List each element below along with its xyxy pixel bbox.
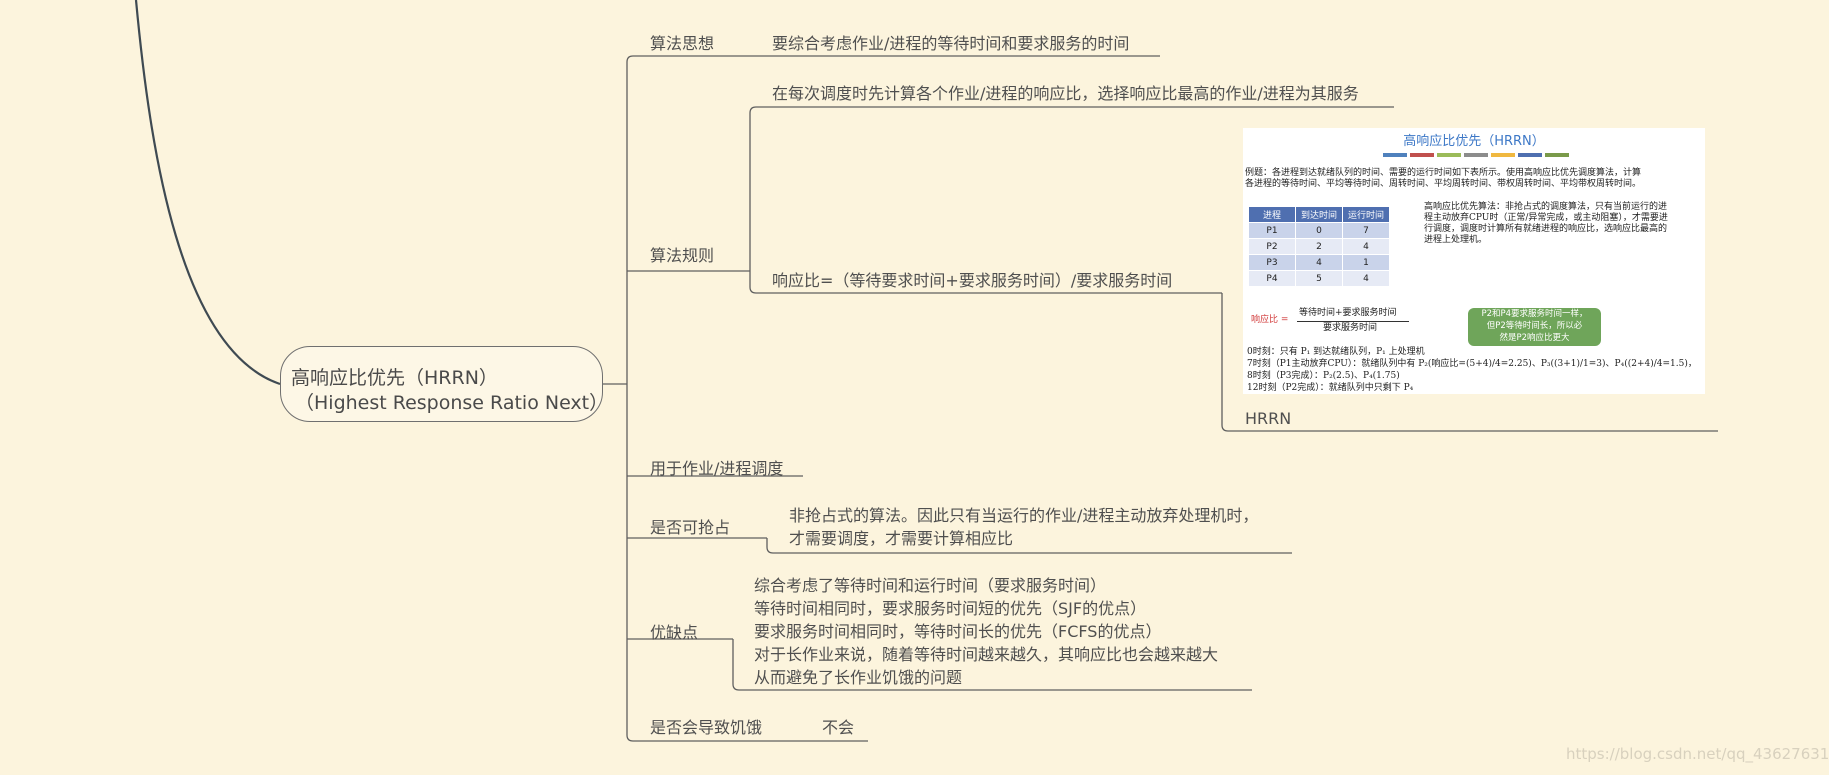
table-cell: P4 bbox=[1248, 270, 1296, 287]
slide-formula-bar bbox=[1297, 321, 1409, 322]
root-title: 高响应比优先（HRRN） bbox=[291, 367, 498, 389]
watermark: https://blog.csdn.net/qq_43627631 bbox=[1566, 745, 1829, 763]
color-bar bbox=[1383, 153, 1407, 157]
branch-pros-cons-label[interactable]: 优缺点 bbox=[650, 623, 699, 642]
rule-2-text[interactable]: 响应比=（等待要求时间+要求服务时间）/要求服务时间 bbox=[772, 271, 1173, 290]
slide-formula-label: 响应比 = bbox=[1251, 315, 1289, 325]
table-row: P2 2 4 bbox=[1248, 238, 1390, 255]
table-cell: 1 bbox=[1342, 254, 1390, 271]
table-header: 到达时间 bbox=[1295, 206, 1343, 223]
table-cell: 2 bbox=[1295, 238, 1343, 255]
root-node[interactable]: 高响应比优先（HRRN） （Highest Response Ratio Nex… bbox=[280, 346, 608, 422]
hrrn-slide-image[interactable]: 高响应比优先（HRRN） 例题：各进程到达就绪队列的时间、需要的运行时间如下表所… bbox=[1243, 128, 1705, 394]
branch-usage-label[interactable]: 用于作业/进程调度 bbox=[650, 459, 784, 478]
slide-callout-bubble: P2和P4要求服务时间一样， 但P2等待时间长，所以必 然是P2响应比更大 bbox=[1468, 308, 1601, 346]
pros-cons-line-2[interactable]: 等待时间相同时，要求服务时间短的优先（SJF的优点） bbox=[754, 599, 1147, 618]
slide-timeline-line-2: 7时刻（P1主动放弃CPU）：就绪队列中有 P₂(响应比=(5+4)/4=2.2… bbox=[1247, 359, 1697, 369]
preemptive-line-1[interactable]: 非抢占式的算法。因此只有当运行的作业/进程主动放弃处理机时， bbox=[789, 506, 1259, 525]
pros-cons-line-5[interactable]: 从而避免了长作业饥饿的问题 bbox=[754, 668, 963, 687]
root-subtitle: （Highest Response Ratio Next） bbox=[295, 392, 609, 414]
starvation-value[interactable]: 不会 bbox=[822, 718, 855, 737]
table-header: 运行时间 bbox=[1342, 206, 1390, 223]
idea-text[interactable]: 要综合考虑作业/进程的等待时间和要求服务的时间 bbox=[772, 34, 1130, 53]
color-bar bbox=[1410, 153, 1434, 157]
slide-note-line-1: 高响应比优先算法：非抢占式的调度算法，只有当前运行的进 bbox=[1424, 202, 1668, 212]
color-bar bbox=[1545, 153, 1569, 157]
color-bar bbox=[1518, 153, 1542, 157]
table-header: 进程 bbox=[1248, 206, 1296, 223]
table-cell: P3 bbox=[1248, 254, 1296, 271]
rule-1-text[interactable]: 在每次调度时先计算各个作业/进程的响应比，选择响应比最高的作业/进程为其服务 bbox=[772, 84, 1359, 103]
branch-idea-label[interactable]: 算法思想 bbox=[650, 34, 715, 53]
slide-timeline-line-1: 0时刻：只有 P₁ 到达就绪队列，P₁ 上处理机 bbox=[1247, 347, 1425, 357]
slide-formula-denominator: 要求服务时间 bbox=[1323, 323, 1378, 333]
pros-cons-line-4[interactable]: 对于长作业来说，随着等待时间越来越久，其响应比也会越来越大 bbox=[754, 645, 1219, 664]
table-cell: 4 bbox=[1295, 254, 1343, 271]
table-cell: 5 bbox=[1295, 270, 1343, 287]
table-cell: 0 bbox=[1295, 222, 1343, 239]
slide-timeline-line-4: 12时刻（P2完成）：就绪队列中只剩下 P₄ bbox=[1247, 383, 1414, 393]
callout-line: 然是P2响应比更大 bbox=[1499, 333, 1570, 343]
table-cell: P2 bbox=[1248, 238, 1296, 255]
table-cell: 4 bbox=[1342, 238, 1390, 255]
slide-color-bars bbox=[1383, 153, 1569, 157]
preemptive-line-2[interactable]: 才需要调度，才需要计算相应比 bbox=[789, 529, 1014, 548]
slide-note-line-2: 程主动放弃CPU时（正常/异常完成，或主动阻塞），才需要进 bbox=[1424, 213, 1668, 223]
table-row: P1 0 7 bbox=[1248, 222, 1390, 239]
callout-line: 但P2等待时间长，所以必 bbox=[1486, 321, 1583, 331]
color-bar bbox=[1437, 153, 1461, 157]
table-row: P4 5 4 bbox=[1248, 270, 1390, 287]
slide-note-line-4: 进程上处理机。 bbox=[1424, 235, 1488, 245]
pros-cons-line-1[interactable]: 综合考虑了等待时间和运行时间（要求服务时间） bbox=[754, 576, 1107, 595]
slide-title: 高响应比优先（HRRN） bbox=[1403, 134, 1545, 149]
table-cell: P1 bbox=[1248, 222, 1296, 239]
pros-cons-line-3[interactable]: 要求服务时间相同时，等待时间长的优先（FCFS的优点） bbox=[754, 622, 1162, 641]
slide-problem-line-1: 例题：各进程到达就绪队列的时间、需要的运行时间如下表所示。使用高响应比优先调度算… bbox=[1245, 168, 1642, 178]
slide-formula-numerator: 等待时间+要求服务时间 bbox=[1299, 308, 1397, 318]
callout-line: P2和P4要求服务时间一样， bbox=[1481, 309, 1588, 319]
slide-problem-line-2: 各进程的等待时间、平均等待时间、周转时间、平均周转时间、带权周转时间、平均带权周… bbox=[1245, 179, 1642, 189]
slide-timeline-line-3: 8时刻（P3完成）：P₂(2.5)、P₄(1.75) bbox=[1247, 371, 1400, 381]
color-bar bbox=[1464, 153, 1488, 157]
slide-process-table: 进程 到达时间 运行时间 P1 0 7 P2 2 4 P3 4 1 P4 5 4 bbox=[1248, 206, 1390, 287]
hrrn-image-caption[interactable]: HRRN bbox=[1245, 409, 1292, 428]
table-cell: 4 bbox=[1342, 270, 1390, 287]
branch-rules-label[interactable]: 算法规则 bbox=[650, 246, 715, 265]
slide-note-line-3: 行调度，调度时计算所有就绪进程的响应比，选响应比最高的 bbox=[1424, 224, 1668, 234]
color-bar bbox=[1491, 153, 1515, 157]
table-row: P3 4 1 bbox=[1248, 254, 1390, 271]
branch-starvation-label[interactable]: 是否会导致饥饿 bbox=[650, 718, 763, 737]
branch-preemptive-label[interactable]: 是否可抢占 bbox=[650, 518, 731, 537]
table-cell: 7 bbox=[1342, 222, 1390, 239]
